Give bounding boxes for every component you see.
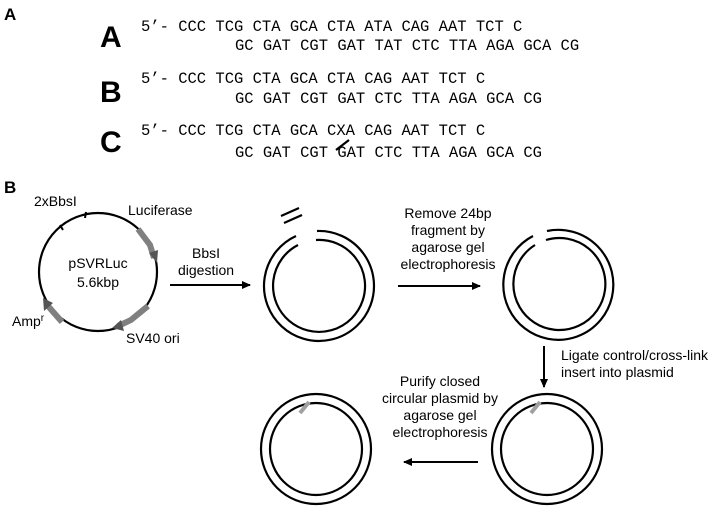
remove-label-line4: electrophoresis bbox=[401, 256, 496, 272]
amp-feature bbox=[45, 304, 65, 324]
row-c-top-strand: 5’- CCC TCG CTA GCA CXA CAG AAT TCT C bbox=[141, 122, 485, 140]
ligate-label-line1: Ligate control/cross-link bbox=[561, 347, 709, 363]
sv40-arrowhead bbox=[112, 320, 124, 331]
remove-label-line3: agarose gel bbox=[411, 239, 484, 255]
amp-arrowhead bbox=[43, 298, 53, 311]
purify-label-line2: circular plasmid by bbox=[382, 390, 498, 406]
plasmid-name: pSVRLuc bbox=[68, 255, 127, 271]
closed-circular-plasmid bbox=[259, 392, 373, 506]
row-c-bottom-strand: GC GAT CGT GAT CTC TTA AGA GCA CG bbox=[235, 144, 542, 162]
panel-a-label: A bbox=[4, 5, 16, 24]
source-plasmid bbox=[37, 211, 159, 333]
ligated-plasmid bbox=[490, 392, 604, 506]
gapped-plasmid bbox=[502, 228, 615, 341]
row-a-letter: A bbox=[100, 21, 122, 54]
row-a-top-strand: 5’- CCC TCG CTA GCA CTA ATA CAG AAT TCT … bbox=[141, 18, 522, 36]
remove-label-line2: fragment by bbox=[411, 222, 485, 238]
digestion-label-line1: BbsI bbox=[192, 245, 220, 261]
plasmid-size: 5.6kbp bbox=[77, 274, 119, 290]
row-c-letter: C bbox=[100, 126, 122, 159]
amp-label: Ampr bbox=[12, 313, 45, 329]
row-b-letter: B bbox=[100, 76, 122, 109]
sv40-label: SV40 ori bbox=[126, 330, 180, 346]
insert-mark bbox=[298, 400, 311, 415]
luciferase-label: Luciferase bbox=[128, 202, 193, 218]
released-fragment bbox=[280, 206, 300, 218]
row-b-top-strand: 5’- CCC TCG CTA GCA CTA CAG AAT TCT C bbox=[141, 70, 485, 88]
bbsi-site-tick bbox=[84, 211, 87, 219]
linearized-plasmid bbox=[262, 206, 376, 343]
purify-label-line1: Purify closed bbox=[400, 373, 480, 389]
remove-label-line1: Remove 24bp bbox=[404, 205, 491, 221]
panel-b-label: B bbox=[4, 178, 16, 197]
sv40-feature bbox=[116, 303, 150, 329]
released-fragment bbox=[283, 213, 303, 225]
plasmid-circle bbox=[37, 211, 159, 333]
crosslink-mark bbox=[335, 139, 350, 151]
luciferase-arrowhead bbox=[149, 250, 158, 263]
bbsi-sites-label: 2xBbsI bbox=[34, 193, 77, 209]
purify-label-line3: agarose gel bbox=[403, 407, 476, 423]
ligate-label-line2: insert into plasmid bbox=[561, 364, 674, 380]
bbsi-site-tick bbox=[59, 224, 64, 231]
row-b-bottom-strand: GC GAT CGT GAT CTC TTA AGA GCA CG bbox=[235, 90, 542, 108]
insert-mark bbox=[529, 400, 542, 415]
purify-label-line4: electrophoresis bbox=[393, 424, 488, 440]
digestion-label-line2: digestion bbox=[178, 262, 234, 278]
row-a-bottom-strand: GC GAT CGT GAT TAT CTC TTA AGA GCA CG bbox=[235, 37, 579, 55]
